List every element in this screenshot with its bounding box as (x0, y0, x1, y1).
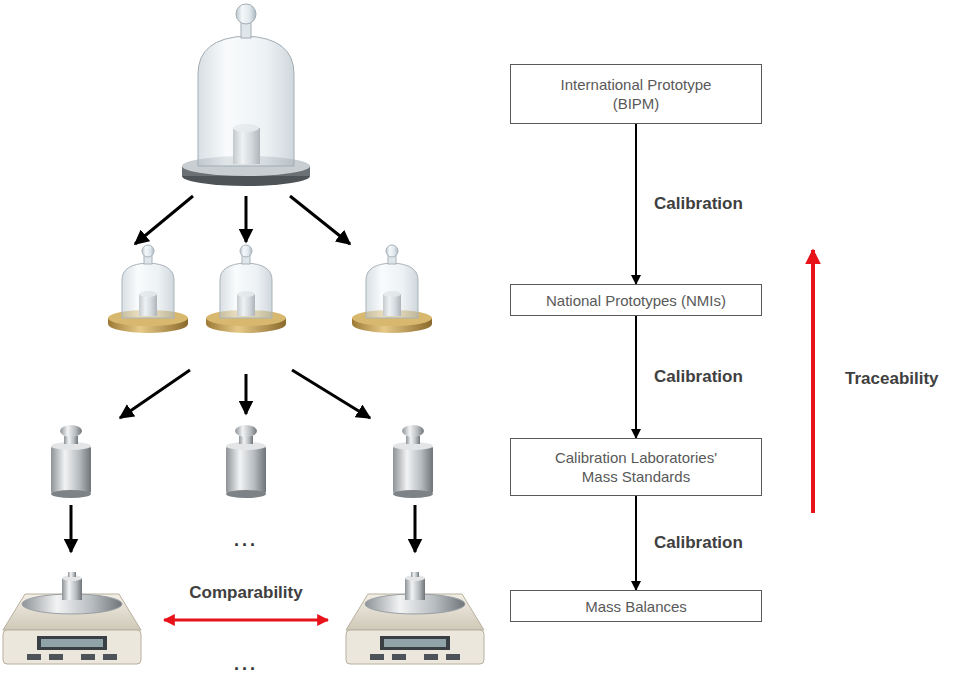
international-prototype-jar (182, 4, 310, 186)
annotation-label: Comparability (189, 583, 302, 603)
mass-standard-weight (226, 425, 266, 498)
process-box: Mass Balances (510, 590, 762, 622)
national-prototype-jar (108, 245, 188, 333)
box-label: Mass Balances (585, 597, 687, 616)
mass-standard-weight (393, 425, 433, 498)
mass-balance (3, 572, 141, 664)
calibration-arrow (635, 496, 637, 590)
ellipsis-mark: ... (234, 654, 258, 673)
edge-label: Calibration (652, 367, 745, 387)
edge-label: Calibration (652, 194, 745, 214)
ellipsis-mark: ... (234, 530, 258, 551)
mass-standard-weight (51, 425, 91, 498)
box-label: Calibration Laboratories' Mass Standards (536, 448, 736, 486)
process-box: Calibration Laboratories' Mass Standards (510, 438, 762, 496)
mass-balance (346, 572, 484, 664)
edge-label: Calibration (652, 533, 745, 553)
traceability-arrow (811, 250, 815, 513)
box-label: International Prototype (BIPM) (536, 75, 736, 113)
calibration-arrow (635, 316, 637, 438)
annotation-label: Traceability (845, 369, 939, 389)
comparability-arrow (164, 619, 328, 622)
process-box: International Prototype (BIPM) (510, 64, 762, 124)
calibration-arrows (71, 196, 415, 552)
calibration-arrow (635, 124, 637, 284)
process-box: National Prototypes (NMIs) (510, 284, 762, 316)
national-prototype-jar (352, 245, 432, 333)
box-label: National Prototypes (NMIs) (546, 291, 726, 310)
national-prototype-jar (206, 245, 286, 333)
